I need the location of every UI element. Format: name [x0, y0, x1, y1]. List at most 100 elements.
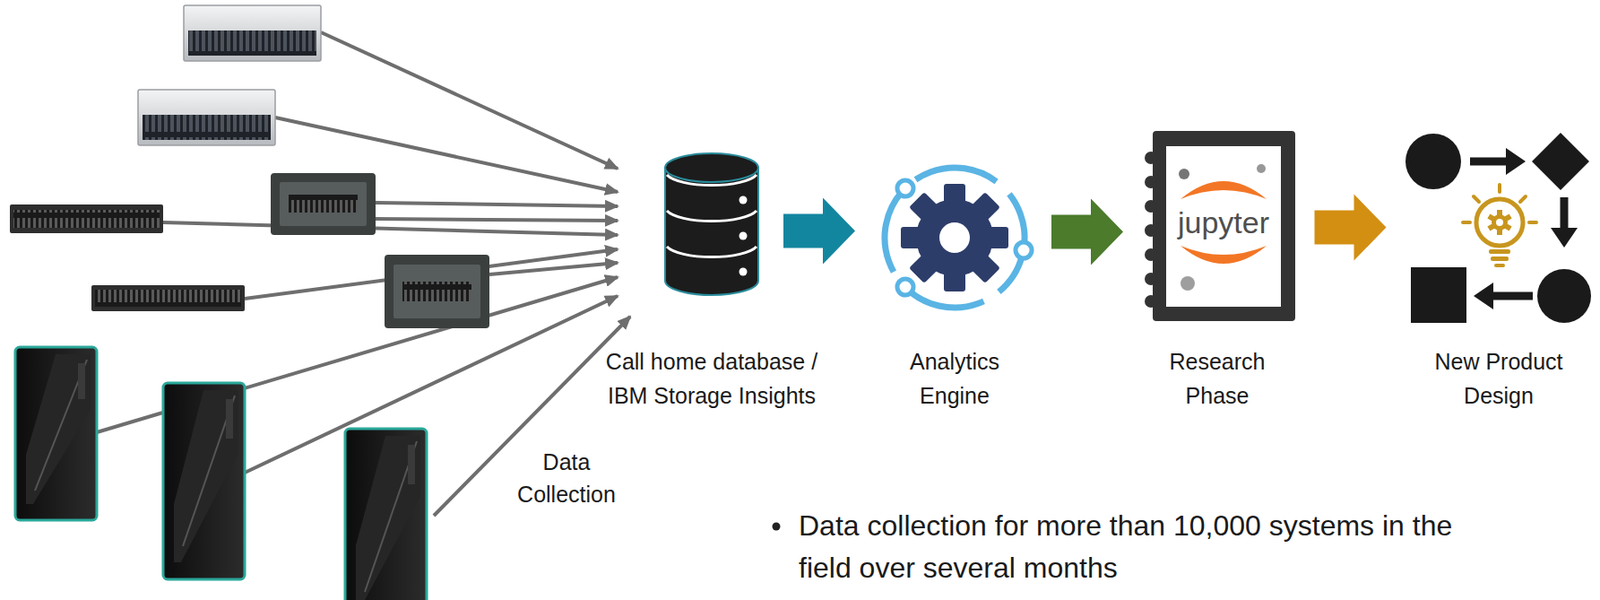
notebook-icon-shape-part	[1144, 224, 1158, 237]
notebook-icon-shape-part	[1180, 245, 1267, 264]
tower-cabinet-part	[407, 444, 416, 485]
collection-arrows-part	[375, 218, 618, 221]
block-arrow	[1051, 198, 1124, 266]
tower-cabinet	[345, 428, 427, 600]
design-icon-shape-part	[1462, 184, 1537, 223]
database-icon-shape	[658, 147, 765, 301]
storage-enclosure	[384, 254, 490, 329]
flow-label: Data Collection	[512, 445, 621, 511]
analytics-gear-shape-part	[897, 278, 914, 295]
design-icon-shape-part	[1487, 209, 1512, 235]
notebook-icon-shape-part	[1180, 276, 1195, 291]
database-icon-shape-part	[665, 153, 759, 182]
database-icon: Call home database / IBM Storage Insight…	[658, 147, 765, 301]
tower-cabinet	[163, 382, 245, 580]
design-icon-shape-part	[1494, 263, 1505, 268]
analytics-gear-shape-part-part	[900, 226, 925, 249]
storage-enclosure-part	[384, 254, 490, 329]
rack-server-part	[188, 30, 317, 56]
design-icon-shape-part	[1560, 197, 1569, 232]
notebook-icon-shape-part	[1166, 146, 1281, 307]
design-icon-shape-part	[1550, 227, 1578, 248]
design-icon-shape-part	[1531, 132, 1590, 191]
design-icon-shape-part-part	[1473, 196, 1479, 202]
database-icon-shape-part	[739, 268, 748, 277]
notebook-icon-shape-part	[1256, 164, 1266, 173]
database-icon-shape-part	[666, 246, 757, 258]
analytics-gear-shape-part-part	[908, 251, 941, 284]
notebook-icon-shape-part	[1144, 199, 1158, 213]
database-icon-shape-part	[666, 174, 757, 186]
design-icon-shape-part-part	[1487, 223, 1495, 231]
block-arrow	[1314, 194, 1387, 261]
notebook-icon: jupyterResearch Phase	[1139, 130, 1296, 321]
node-label: Call home database / IBM Storage Insight…	[595, 345, 829, 413]
database-icon-shape-part	[666, 210, 757, 222]
design-icon-shape-part	[1473, 282, 1494, 310]
design-icon-shape-part-part	[1487, 213, 1495, 221]
notebook-icon-shape-part	[1144, 151, 1158, 165]
analytics-gear-shape-part	[1015, 242, 1032, 259]
design-icon-shape-part-part	[1496, 218, 1504, 226]
design-icon: New Product Design	[1405, 132, 1592, 325]
analytics-gear-shape-part	[897, 180, 914, 197]
tower-cabinet-part	[15, 346, 97, 520]
design-icon-shape-part	[1505, 147, 1526, 175]
collection-arrows-part	[433, 316, 631, 516]
storage-enclosure-part	[288, 194, 358, 213]
flat-server-part	[91, 285, 245, 312]
storage-enclosure-part	[402, 281, 472, 302]
notebook-icon-shape-part	[1144, 294, 1158, 308]
tower-cabinet-part	[173, 389, 239, 563]
node-label: Analytics Engine	[896, 345, 1013, 413]
design-icon-shape-part-part	[1504, 213, 1512, 221]
notebook-icon-shape-part	[1144, 248, 1158, 261]
tower-cabinet-part	[77, 363, 86, 399]
design-icon-shape-part	[1491, 292, 1533, 301]
notebook-icon-shape-part	[1144, 272, 1158, 286]
collection-arrows-part	[489, 262, 618, 275]
analytics-gear-shape-part-part	[985, 226, 1009, 249]
notebook-icon-shape-part	[1180, 181, 1267, 199]
logo-text: jupyter	[1166, 204, 1281, 241]
node-label: New Product Design	[1422, 345, 1575, 413]
analytics-gear-shape-part-part	[908, 191, 941, 224]
tower-cabinet-part	[163, 382, 245, 580]
design-icon-shape-part	[1537, 268, 1592, 323]
bullet-note: Data collection for more than 10,000 sys…	[798, 504, 1489, 589]
analytics-gear-shape-part-part	[943, 183, 966, 208]
analytics-gear-shape-part-part	[939, 222, 970, 253]
design-icon-shape-part-part	[1497, 184, 1502, 192]
analytics-gear-shape	[873, 156, 1036, 319]
design-icon-shape-part	[1488, 249, 1511, 254]
collection-arrows-part	[320, 32, 618, 169]
storage-enclosure-part	[279, 181, 367, 226]
analytics-gear-shape-part	[900, 183, 1009, 292]
database-icon-shape-part	[739, 196, 748, 205]
rack-server	[138, 89, 276, 146]
analytics-gear-shape-part-part	[943, 268, 966, 292]
design-icon-shape-part-part	[1520, 196, 1526, 202]
storage-enclosure	[270, 172, 376, 235]
rack-server	[183, 5, 321, 61]
notebook-icon-shape-part	[1152, 130, 1296, 321]
tower-cabinet-part	[182, 395, 235, 546]
design-icon-shape-part-part	[1529, 220, 1537, 225]
block-arrow	[783, 198, 856, 265]
design-icon-shape-part	[1410, 267, 1467, 323]
bullet-dot	[772, 522, 781, 531]
tower-cabinet-part	[364, 441, 417, 592]
storage-enclosure-part	[270, 172, 376, 235]
tower-cabinet-part	[355, 435, 421, 600]
notebook-icon-shape-part	[1178, 168, 1190, 180]
design-icon-shape	[1405, 132, 1592, 325]
design-icon-shape-part-part	[1462, 220, 1471, 225]
tower-cabinet-part	[25, 354, 91, 504]
flat-server-part	[95, 289, 242, 307]
tower-cabinet-part	[345, 428, 427, 600]
flat-server	[9, 204, 164, 234]
node-label: Research Phase	[1158, 345, 1276, 413]
design-icon-shape-part-part	[1496, 229, 1503, 235]
rack-server-part	[183, 5, 321, 61]
rack-server-part	[138, 89, 276, 146]
